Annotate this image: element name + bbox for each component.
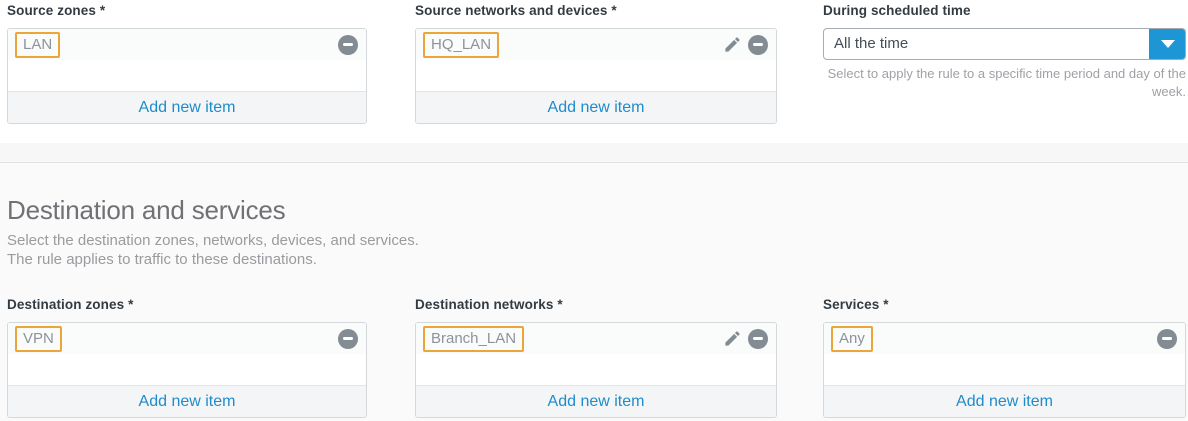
selected-item-tag: LAN [15,31,61,58]
services-box: Any Add new item [823,322,1186,418]
minus-circle [338,34,358,55]
list-item: Branch_LAN [416,323,776,354]
destination-networks-box: Branch_LAN [415,322,777,418]
selected-item-tag: Any [831,325,873,352]
destination-zones-label: Destination zones * [7,297,134,312]
empty-area [8,354,366,385]
selected-item-tag: Branch_LAN [423,325,525,352]
chevron-down-icon[interactable] [1149,29,1185,59]
edit-icon[interactable] [721,328,743,350]
empty-area [416,354,776,385]
minus-glyph [343,337,353,340]
edit-icon[interactable] [721,34,743,56]
add-new-item-button[interactable]: Add new item [8,385,366,417]
list-item: VPN [8,323,366,354]
field-destination-networks: Destination networks * Branch_LAN [415,296,777,418]
field-services: Services * Any Add new item [823,296,1186,418]
add-new-item-button[interactable]: Add new item [416,91,776,123]
destination-networks-label: Destination networks * [415,297,563,312]
schedule-label: During scheduled time [823,3,971,18]
remove-icon[interactable] [1156,328,1178,350]
minus-circle [338,328,358,349]
pencil-glyph [724,331,740,346]
minus-glyph [753,337,763,340]
destination-row: Destination zones * VPN Add new item [0,296,1188,418]
add-new-item-button[interactable]: Add new item [416,385,776,417]
subtitle-line-1: Select the destination zones, networks, … [7,232,419,249]
services-label: Services * [823,297,889,312]
schedule-select[interactable]: All the time [823,28,1186,60]
remove-icon[interactable] [337,328,359,350]
minus-circle [1157,328,1177,349]
list-item: Any [824,323,1185,354]
schedule-help-text: Select to apply the rule to a specific t… [827,66,1186,99]
source-networks-label: Source networks and devices * [415,3,617,18]
remove-icon[interactable] [747,328,769,350]
empty-area [8,60,366,91]
source-networks-box: HQ_LAN Add new item [415,28,777,124]
field-source-networks: Source networks and devices * HQ_LAN [415,2,777,124]
field-source-zones: Source zones * LAN Add new item [7,2,367,124]
caret-glyph [1160,40,1175,48]
list-item: HQ_LAN [416,29,776,60]
destination-zones-box: VPN Add new item [7,322,367,418]
minus-circle [748,34,768,55]
selected-item-tag: HQ_LAN [423,31,500,58]
field-schedule: During scheduled time All the time Selec… [823,2,1186,124]
minus-glyph [343,43,353,46]
remove-icon[interactable] [337,34,359,56]
minus-glyph [1162,337,1172,340]
add-new-item-button[interactable]: Add new item [8,91,366,123]
minus-circle [748,328,768,349]
minus-glyph [753,43,763,46]
selected-item-tag: VPN [15,325,62,352]
empty-area [824,354,1185,385]
add-new-item-button[interactable]: Add new item [824,385,1185,417]
source-row: Source zones * LAN Add new item Source n… [0,0,1188,124]
list-item: LAN [8,29,366,60]
section-divider [0,143,1188,163]
remove-icon[interactable] [747,34,769,56]
section-heading: Destination and services [7,195,286,225]
section-subtitle: Select the destination zones, networks, … [0,231,1188,269]
subtitle-line-2: The rule applies to traffic to these des… [7,251,317,268]
pencil-glyph [724,37,740,52]
destination-section: Destination and services Select the dest… [0,163,1188,421]
schedule-select-value: All the time [834,35,909,52]
field-destination-zones: Destination zones * VPN Add new item [7,296,367,418]
empty-area [416,60,776,91]
source-zones-box: LAN Add new item [7,28,367,124]
source-zones-label: Source zones * [7,3,106,18]
